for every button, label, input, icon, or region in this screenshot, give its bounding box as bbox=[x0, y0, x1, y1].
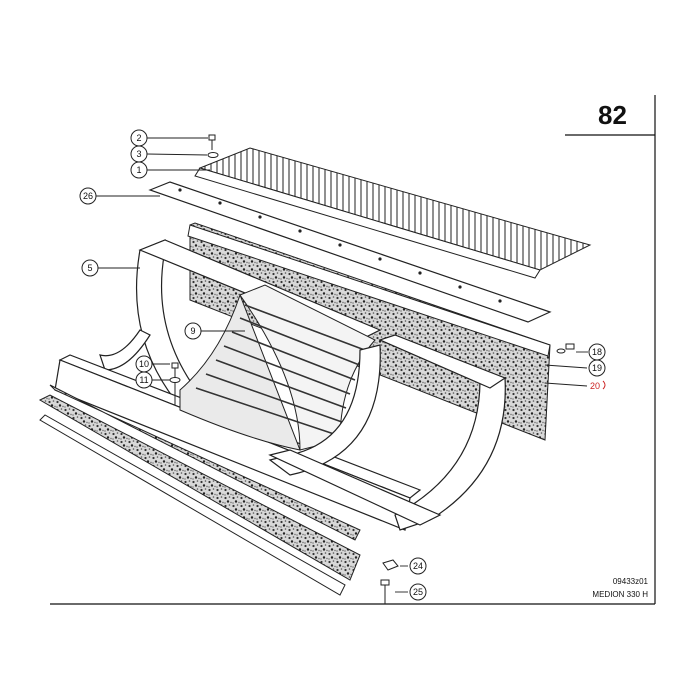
callout-1: 1 bbox=[130, 161, 148, 179]
leader-lines bbox=[96, 137, 588, 593]
callout-24: 24 bbox=[409, 557, 427, 575]
callout-25: 25 bbox=[409, 583, 427, 601]
bolt-head-18 bbox=[565, 343, 575, 350]
callout-26: 26 bbox=[79, 187, 97, 205]
concave-grate bbox=[179, 284, 376, 451]
page-frame bbox=[50, 95, 656, 605]
front-rail bbox=[38, 354, 422, 596]
comb-strip bbox=[194, 147, 592, 279]
svg-text:2: 2 bbox=[136, 133, 141, 143]
callout-10: 10 bbox=[135, 355, 153, 373]
callout-9: 9 bbox=[184, 322, 202, 340]
page-number: 82 bbox=[598, 100, 627, 130]
svg-text:5: 5 bbox=[87, 263, 92, 273]
callout-20: 20 bbox=[590, 380, 606, 391]
svg-text:1: 1 bbox=[136, 165, 141, 175]
washer-11 bbox=[169, 377, 181, 383]
washer-19 bbox=[556, 348, 566, 354]
callouts: 2 3 1 26 5 9 10 11 bbox=[79, 129, 606, 601]
svg-text:10: 10 bbox=[139, 359, 149, 369]
svg-text:20: 20 bbox=[590, 381, 600, 391]
svg-text:18: 18 bbox=[592, 347, 602, 357]
nut-24 bbox=[382, 559, 399, 571]
svg-text:24: 24 bbox=[413, 561, 423, 571]
bolt-head-10 bbox=[171, 362, 179, 369]
fasteners bbox=[169, 134, 575, 604]
svg-text:9: 9 bbox=[190, 326, 195, 336]
drawing-code: 09433z01 bbox=[613, 577, 649, 586]
flat-bar bbox=[148, 181, 552, 323]
callout-3: 3 bbox=[130, 145, 148, 163]
callout-2: 2 bbox=[130, 129, 148, 147]
callout-19: 19 bbox=[588, 359, 606, 377]
svg-text:19: 19 bbox=[592, 363, 602, 373]
callout-11: 11 bbox=[135, 371, 153, 389]
bolt-head-25 bbox=[380, 579, 390, 586]
svg-text:26: 26 bbox=[83, 191, 93, 201]
model-name: MEDION 330 H bbox=[592, 590, 648, 599]
callout-5: 5 bbox=[81, 259, 99, 277]
callout-18: 18 bbox=[588, 343, 606, 361]
right-side-frame bbox=[268, 334, 507, 531]
bolt-head-2 bbox=[208, 134, 216, 141]
svg-text:11: 11 bbox=[139, 375, 148, 385]
washer-3 bbox=[207, 152, 219, 158]
svg-text:3: 3 bbox=[136, 149, 141, 159]
svg-text:25: 25 bbox=[413, 587, 423, 597]
